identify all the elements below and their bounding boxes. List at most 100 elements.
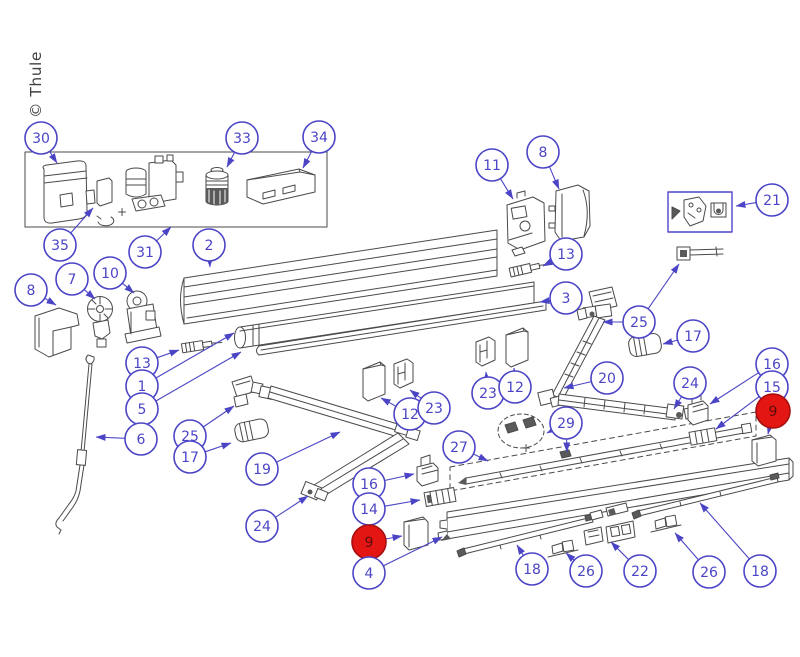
callout-8-number: 8 bbox=[27, 283, 36, 299]
callout-30[interactable]: 30 bbox=[24, 121, 58, 164]
callout-10[interactable]: 10 bbox=[93, 256, 135, 294]
part-25-bracket-drawing bbox=[676, 246, 724, 261]
callout-18-circle[interactable] bbox=[515, 552, 549, 586]
callout-29[interactable]: 29 bbox=[546, 406, 583, 453]
front-profile-drawing bbox=[437, 457, 794, 541]
callout-31-circle[interactable] bbox=[128, 235, 162, 269]
callout-27[interactable]: 27 bbox=[442, 430, 489, 464]
callout-18[interactable]: 18 bbox=[515, 544, 549, 586]
callout-30-circle[interactable] bbox=[24, 121, 58, 155]
callout-12-circle[interactable] bbox=[498, 370, 532, 404]
callout-23-leader bbox=[483, 371, 491, 382]
callout-22-circle[interactable] bbox=[623, 554, 657, 588]
callout-6-circle[interactable] bbox=[124, 422, 158, 456]
callout-6[interactable]: 6 bbox=[95, 422, 158, 456]
callout-26-circle[interactable] bbox=[692, 555, 726, 589]
callout-26-number: 26 bbox=[577, 564, 595, 580]
callout-8[interactable]: 8 bbox=[526, 135, 560, 190]
callout-6-number: 6 bbox=[137, 432, 146, 448]
callout-17-circle[interactable] bbox=[173, 440, 207, 474]
callout-26-leader bbox=[565, 552, 576, 562]
callout-9-circle[interactable] bbox=[755, 393, 791, 429]
callout-15-number: 15 bbox=[763, 380, 781, 396]
callout-11-circle[interactable] bbox=[475, 148, 509, 182]
callout-27-circle[interactable] bbox=[442, 430, 476, 464]
callout-26[interactable]: 26 bbox=[565, 552, 603, 588]
callout-12[interactable]: 12 bbox=[498, 367, 532, 404]
callout-23[interactable]: 23 bbox=[409, 389, 451, 425]
callout-29-circle[interactable] bbox=[549, 406, 583, 440]
callout-24-circle[interactable] bbox=[673, 366, 707, 400]
callout-23-circle[interactable] bbox=[417, 391, 451, 425]
callout-23[interactable]: 23 bbox=[471, 371, 505, 410]
callout-9-highlighted[interactable]: 9 bbox=[351, 524, 403, 560]
callout-21-circle[interactable] bbox=[755, 183, 789, 217]
callout-4[interactable]: 4 bbox=[352, 536, 443, 590]
callout-19-circle[interactable] bbox=[245, 452, 279, 486]
part-17-left-drawing bbox=[234, 418, 269, 443]
right-arm-drawing bbox=[537, 286, 697, 421]
tension-rafter-drawing bbox=[449, 411, 757, 492]
callout-4-circle[interactable] bbox=[352, 556, 386, 590]
callout-24[interactable]: 24 bbox=[245, 495, 309, 543]
callout-24-circle[interactable] bbox=[245, 509, 279, 543]
callout-25[interactable]: 25 bbox=[602, 263, 680, 339]
callout-8-circle[interactable] bbox=[526, 135, 560, 169]
callout-18[interactable]: 18 bbox=[699, 502, 777, 588]
callout-20-circle[interactable] bbox=[590, 361, 624, 395]
callout-33-circle[interactable] bbox=[225, 121, 259, 155]
part-9-left-drawing bbox=[403, 516, 429, 551]
callout-10-number: 10 bbox=[101, 266, 119, 282]
callout-7-circle[interactable] bbox=[55, 262, 89, 296]
callout-2-circle[interactable] bbox=[192, 228, 226, 262]
callout-35-circle[interactable] bbox=[43, 228, 77, 262]
callout-8[interactable]: 8 bbox=[14, 273, 57, 307]
callout-33[interactable]: 33 bbox=[225, 121, 259, 168]
callout-17[interactable]: 17 bbox=[662, 319, 710, 353]
part-10-gear-unit-drawing bbox=[124, 290, 162, 344]
callout-13[interactable]: 13 bbox=[542, 237, 583, 271]
callout-17-circle[interactable] bbox=[676, 319, 710, 353]
callout-13-leader bbox=[542, 258, 554, 267]
callout-22-number: 22 bbox=[631, 564, 649, 580]
callout-34-circle[interactable] bbox=[302, 120, 336, 154]
callout-3[interactable]: 3 bbox=[539, 281, 583, 315]
callout-34[interactable]: 34 bbox=[302, 120, 336, 169]
callout-3-circle[interactable] bbox=[549, 281, 583, 315]
callout-2[interactable]: 2 bbox=[192, 228, 226, 268]
callout-10-circle[interactable] bbox=[93, 256, 127, 290]
callout-25-number: 25 bbox=[630, 315, 648, 331]
callout-31[interactable]: 31 bbox=[128, 226, 172, 269]
callout-16[interactable]: 16 bbox=[709, 347, 789, 405]
callout-7[interactable]: 7 bbox=[55, 262, 96, 300]
callout-13-circle[interactable] bbox=[549, 237, 583, 271]
callout-19[interactable]: 19 bbox=[245, 431, 341, 486]
callout-18-circle[interactable] bbox=[743, 554, 777, 588]
callout-9-highlighted[interactable]: 9 bbox=[755, 393, 791, 435]
part-7-knob-drawing bbox=[87, 296, 113, 348]
part-30-motor-drawing bbox=[42, 160, 96, 224]
callout-24-leader bbox=[275, 495, 309, 518]
callout-26-circle[interactable] bbox=[569, 554, 603, 588]
callout-35-number: 35 bbox=[51, 238, 69, 254]
callout-35[interactable]: 35 bbox=[43, 207, 94, 262]
callout-24[interactable]: 24 bbox=[673, 366, 707, 410]
callout-17[interactable]: 17 bbox=[173, 440, 232, 474]
callout-22[interactable]: 22 bbox=[610, 541, 657, 588]
callout-20[interactable]: 20 bbox=[563, 361, 624, 395]
part-26-clip-left-drawing bbox=[547, 539, 579, 558]
callout-25-circle[interactable] bbox=[622, 305, 656, 339]
callout-8-leader bbox=[44, 297, 57, 306]
callout-26[interactable]: 26 bbox=[674, 532, 726, 589]
callout-21[interactable]: 21 bbox=[735, 183, 789, 217]
callout-14[interactable]: 14 bbox=[352, 492, 421, 526]
callout-1[interactable]: 1 bbox=[125, 332, 235, 403]
callout-8-circle[interactable] bbox=[14, 273, 48, 307]
callout-23-number: 23 bbox=[425, 401, 443, 417]
part-33-adapter-drawing bbox=[205, 167, 229, 206]
callout-19-number: 19 bbox=[253, 462, 271, 478]
callout-11[interactable]: 11 bbox=[475, 148, 514, 200]
callout-26-number: 26 bbox=[700, 565, 718, 581]
callout-19-leader bbox=[276, 431, 341, 463]
callout-12-number: 12 bbox=[401, 407, 419, 423]
